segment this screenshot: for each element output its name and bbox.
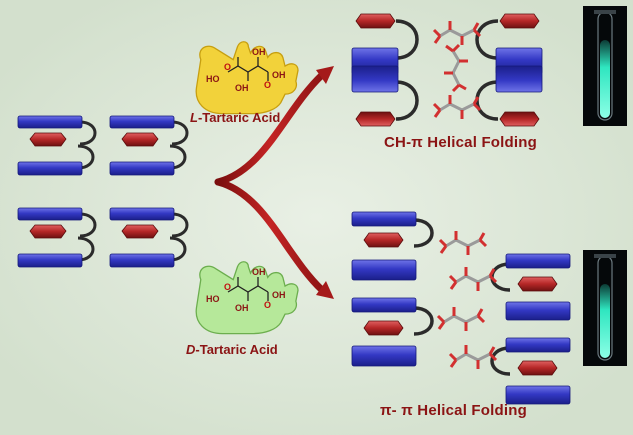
pi-pi-stack-right-top — [490, 253, 571, 321]
fluorescent-vial-icon — [583, 6, 627, 126]
atom-label: O — [264, 80, 272, 90]
arrow-head-up — [316, 66, 334, 84]
arrow-to-pi-pi — [214, 178, 326, 294]
l-suffix: -Tartaric Acid — [197, 110, 281, 125]
atom-label: OH — [235, 303, 249, 313]
pi-pi-stack-left-bottom — [351, 297, 434, 367]
atom-label: OH — [272, 70, 286, 80]
pi-pi-caption: π- π Helical Folding — [380, 402, 527, 419]
reaction-arrows — [214, 66, 334, 299]
l-tartaric-label: L-Tartaric Acid — [190, 110, 280, 125]
arrow-to-ch-pi — [214, 71, 326, 186]
d-suffix: -Tartaric Acid — [195, 342, 278, 357]
atom-label: HO — [206, 294, 220, 304]
pi-pi-stack-left-top — [351, 211, 434, 281]
atom-label: O — [264, 300, 272, 310]
d-tartaric-label: D-Tartaric Acid — [186, 342, 278, 357]
atom-label: OH — [252, 47, 266, 57]
l-prefix: L — [190, 110, 198, 125]
d-prefix: D — [186, 342, 196, 357]
atom-label: O — [224, 62, 232, 72]
fluorescent-vial-icon — [583, 250, 627, 366]
pi-pi-folded-structure — [351, 211, 571, 405]
atom-label: OH — [235, 83, 249, 93]
d-tartaric-structure — [227, 277, 269, 301]
l-tartaric-structure — [227, 57, 269, 81]
atom-label: OH — [272, 290, 286, 300]
pi-pi-stack-right-bottom — [490, 337, 571, 405]
atom-label: HO — [206, 74, 220, 84]
atom-label: OH — [252, 267, 266, 277]
ch-pi-caption: CH-π Helical Folding — [384, 134, 537, 151]
atom-label: O — [224, 282, 232, 292]
arrow-head-down — [316, 281, 334, 299]
